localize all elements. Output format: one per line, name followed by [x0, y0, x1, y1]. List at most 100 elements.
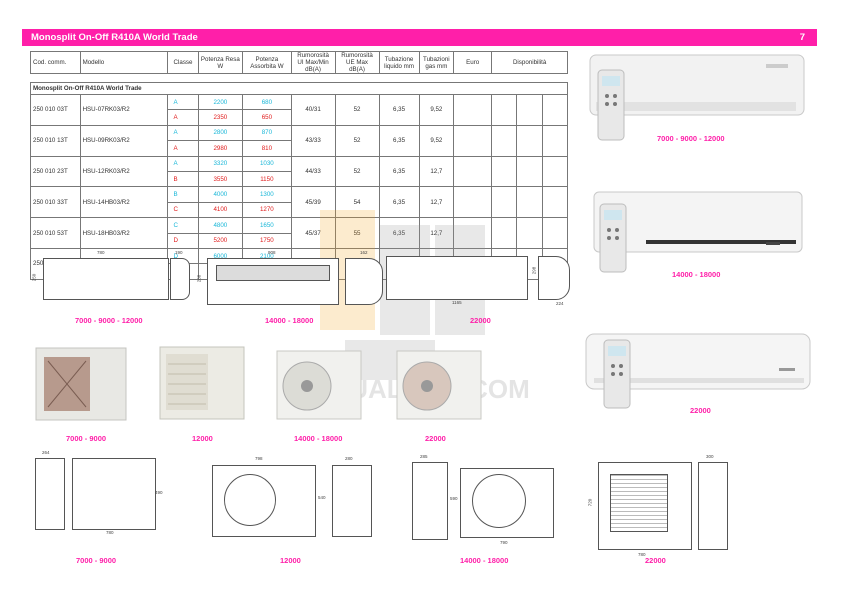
cell-liquid: 6,35	[378, 94, 420, 126]
col-header: Rumorosità UE Max dB(A)	[334, 51, 380, 74]
cell-liquid: 6,35	[378, 217, 420, 249]
dim-width: 780	[97, 250, 105, 255]
caption-outdoor-drawing-3: 14000 - 18000	[460, 556, 509, 565]
dim-depth: 224	[556, 301, 564, 306]
dim-height: 250	[31, 273, 37, 282]
col-header: Disponibilità	[491, 51, 568, 74]
outdoor-unit-photo-1	[35, 347, 127, 421]
dim-depth: 190	[175, 250, 183, 255]
dim-depth: 300	[706, 454, 714, 459]
caption-indoor-photo-3: 22000	[690, 406, 711, 415]
caption-outdoor-photo-1: 7000 - 9000	[66, 434, 107, 443]
cell-assorbita: 1750	[242, 232, 292, 249]
col-header: Potenza Assorbita W	[242, 51, 292, 74]
cell-noise-ue: 52	[334, 155, 380, 188]
cell-assorbita: 680	[242, 93, 292, 111]
outdoor-unit-photo-3	[276, 350, 362, 420]
cell-resa: 3550	[197, 170, 244, 188]
dim-height: 268	[196, 274, 202, 283]
dim-width: 780	[106, 530, 114, 535]
dim-height: 298	[531, 266, 537, 275]
table-row: 250 010 13T HSU-09RK03/R2 A 2800 870 43/…	[30, 124, 569, 157]
cell-resa: 4100	[197, 201, 244, 219]
fan-grille	[610, 474, 668, 532]
dim-depth: 285	[420, 454, 428, 459]
cell-class: A	[167, 124, 199, 142]
cell-assorbita: 1300	[242, 186, 292, 203]
col-header: Potenza Resa W	[197, 51, 244, 74]
cell-code: 250 010 03T	[30, 94, 81, 126]
cell-noise-ue: 52	[334, 94, 380, 126]
table-row: 250 010 23T HSU-12RK03/R2 A 3320 1030 44…	[30, 155, 569, 188]
table-header-row: Cod. comm. Modello Classe Potenza Resa W…	[30, 51, 568, 74]
table-row: 250 010 03T HSU-07RK03/R2 A 2200 680 40/…	[30, 93, 569, 126]
cell-resa: 4800	[197, 217, 244, 234]
cell-model: HSU-07RK03/R2	[79, 94, 169, 126]
cell-assorbita: 1150	[242, 170, 292, 188]
caption-indoor-drawing-2: 14000 - 18000	[265, 316, 314, 325]
section-title: Monosplit On-Off R410A World Trade	[30, 82, 568, 95]
cell-assorbita: 1270	[242, 201, 292, 219]
caption-outdoor-drawing-2: 12000	[280, 556, 301, 565]
col-header: Modello	[79, 51, 169, 74]
fan-grille	[224, 474, 276, 526]
cell-assorbita: 650	[242, 109, 292, 126]
cell-class: B	[167, 186, 199, 203]
caption-indoor-photo-1: 7000 - 9000 - 12000	[657, 134, 725, 143]
cell-model: HSU-18HB03/R2	[79, 217, 169, 249]
cell-code: 250 010 33T	[30, 186, 81, 219]
cell-class: B	[167, 170, 199, 188]
cell-class: A	[167, 155, 199, 172]
dim-height: 590	[450, 496, 458, 501]
cell-resa: 3320	[197, 155, 244, 172]
table-row: C 4100 1270	[31, 201, 568, 219]
cell-resa: 2200	[197, 93, 244, 111]
dim-width: 780	[638, 552, 646, 557]
cell-gas: 9,52	[418, 94, 455, 126]
cell-assorbita: 1030	[242, 155, 292, 172]
col-header: Tubazione liquido mm	[378, 51, 420, 74]
dim-depth: 264	[42, 450, 50, 455]
cell-model: HSU-14HB03/R2	[79, 186, 169, 219]
cell-assorbita: 810	[242, 140, 292, 157]
indoor-unit-photo-3	[585, 333, 811, 409]
indoor-unit-photo-1	[589, 54, 805, 141]
cell-class: D	[167, 232, 199, 249]
cell-assorbita: 1650	[242, 217, 292, 234]
indoor-unit-photo-2	[593, 191, 803, 273]
dim-height: 540	[318, 495, 326, 500]
col-header: Classe	[167, 51, 199, 74]
fan-grille	[472, 474, 526, 528]
table-row: B 3550 1150	[31, 170, 568, 188]
dim-height: 720	[587, 498, 593, 507]
cell-model: HSU-12RK03/R2	[79, 155, 169, 188]
cell-class: A	[167, 109, 199, 126]
page-number: 7	[799, 32, 805, 43]
col-header: Tubazioni gas mm	[418, 51, 455, 74]
cell-liquid: 6,35	[378, 155, 420, 188]
cell-noise-ui: 40/31	[290, 94, 336, 126]
cell-assorbita: 870	[242, 124, 292, 142]
cell-model: HSU-09RK03/R2	[79, 124, 169, 157]
cell-class: A	[167, 140, 199, 157]
page-title: Monosplit On-Off R410A World Trade	[31, 32, 198, 43]
cell-code: 250 010 13T	[30, 124, 81, 157]
cell-class: A	[167, 93, 199, 111]
table-section-row: Monosplit On-Off R410A World Trade	[30, 82, 568, 95]
cell-noise-ue: 52	[334, 124, 380, 157]
caption-indoor-photo-2: 14000 - 18000	[672, 270, 721, 279]
cell-resa: 5200	[197, 232, 244, 249]
cell-noise-ui: 44/33	[290, 155, 336, 188]
cell-noise-ui: 43/33	[290, 124, 336, 157]
caption-outdoor-photo-3: 14000 - 18000	[294, 434, 343, 443]
cell-resa: 2980	[197, 140, 244, 157]
cell-class: C	[167, 201, 199, 219]
caption-indoor-drawing-1: 7000 - 9000 - 12000	[75, 316, 143, 325]
cell-noise-ue: 55	[334, 217, 380, 249]
col-header: Rumorosità UI Max/Min dB(A)	[290, 51, 336, 74]
cell-resa: 4000	[197, 186, 244, 203]
outdoor-unit-photo-4	[396, 350, 482, 420]
dim-depth: 280	[345, 456, 353, 461]
cell-noise-ui: 45/37	[290, 217, 336, 249]
dim-width: 908	[268, 250, 276, 255]
